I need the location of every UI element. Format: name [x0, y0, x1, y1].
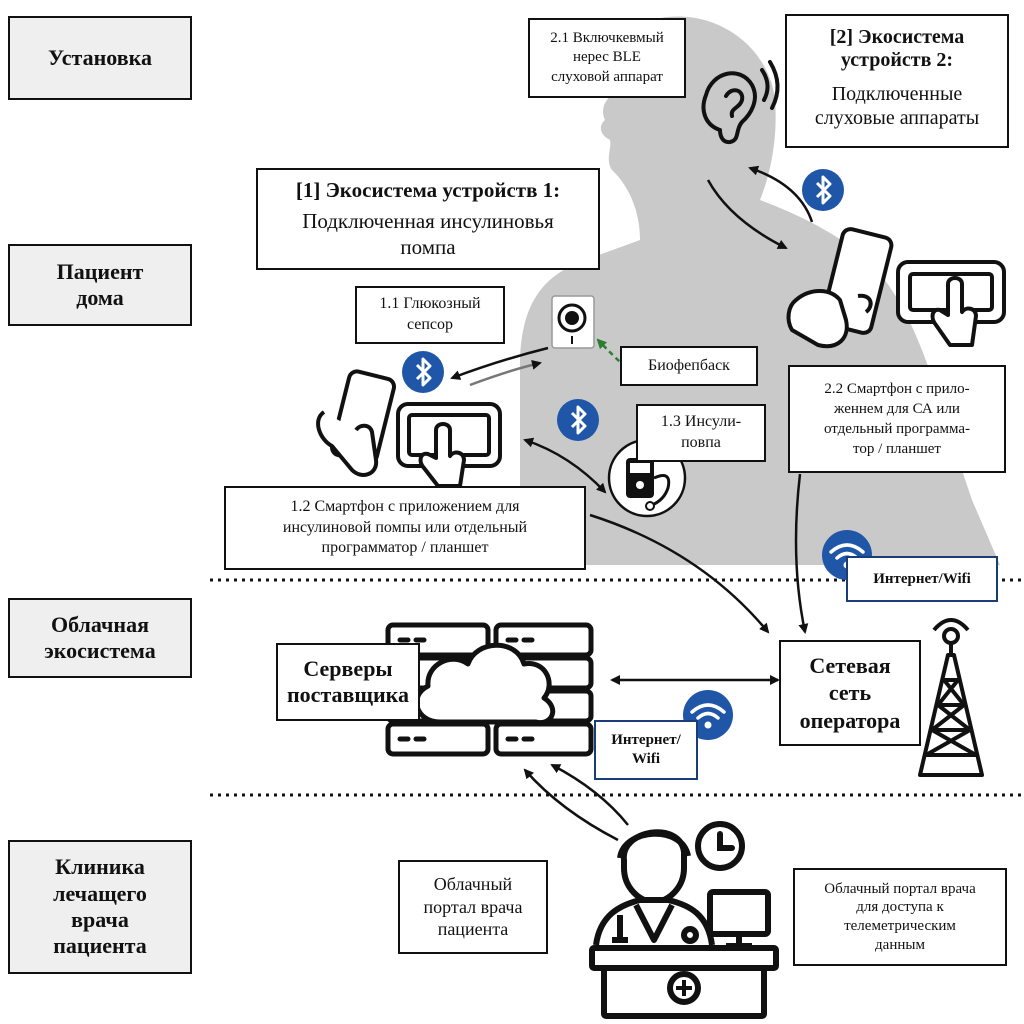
ecosystem-2-title: [2] Экосистема устройств 2:: [829, 26, 965, 71]
stage-patient-home: Пациент дома: [8, 244, 192, 326]
ecosystem-2-subtitle: Подключенные слуховые аппараты: [814, 83, 980, 129]
ear-icon: [701, 60, 780, 145]
doctor-icon: [593, 829, 715, 946]
medical-desk-icon: [589, 945, 779, 1019]
connector-arrows: [450, 165, 814, 842]
smartphone-hand-icon: [786, 227, 894, 349]
tablet-touch-icon: [396, 402, 502, 488]
label-internet-top: Интернет/Wifi: [846, 556, 998, 602]
stage-clinic: Клиника лечащего врача пациента: [8, 840, 192, 974]
tablet-touch-icon: [896, 260, 1006, 347]
label-operator-network: Сетевая сеть оператора: [779, 640, 921, 746]
label-doctor-portal: Облачный портал врача пациента: [398, 860, 548, 954]
label-biofeedback: Биофепбаск: [620, 346, 758, 386]
label-internet-bottom: Интернет/ Wifi: [594, 720, 698, 780]
smartphone-hand-icon: [316, 369, 397, 477]
monitor-icon: [707, 889, 771, 949]
stage-install: Установка: [8, 16, 192, 100]
cloud-icon: [414, 642, 556, 726]
bluetooth-icon: [555, 397, 601, 443]
stage-cloud-ecosystem: Облачная экосистема: [8, 598, 192, 678]
label-glucose-sensor: 1.1 Глюкозный сепсор: [355, 286, 505, 344]
cell-tower-icon: [918, 618, 984, 777]
bluetooth-icon: [800, 167, 846, 213]
ecosystem-2-box: [2] Экосистема устройств 2: Подключенные…: [785, 14, 1009, 148]
label-insulin-pump: 1.3 Инсули- повпа: [636, 404, 766, 462]
label-smartphone-pump: 1.2 Смартфон с приложением для инсулинов…: [224, 486, 586, 570]
label-smartphone-hearing: 2.2 Смартфон с прило- женнем для СА или …: [788, 365, 1006, 473]
ecosystem-1-subtitle: Подключенная инсулиновья помпа: [302, 209, 554, 260]
ecosystem-1-box: [1] Экосистема устройств 1: Подключенная…: [256, 168, 600, 270]
glucose-sensor-icon: [551, 295, 595, 349]
label-vendor-servers: Серверы поставщика: [276, 643, 420, 721]
clock-icon: [695, 821, 745, 871]
ecosystem-1-title: [1] Экосистема устройств 1:: [295, 178, 561, 202]
bluetooth-icon: [400, 349, 446, 395]
label-hearing-aid: 2.1 Включкевмый нерес BLE слуховой аппар…: [528, 18, 686, 98]
label-telemetry-portal: Облачный портал врача для доступа к теле…: [793, 868, 1007, 966]
